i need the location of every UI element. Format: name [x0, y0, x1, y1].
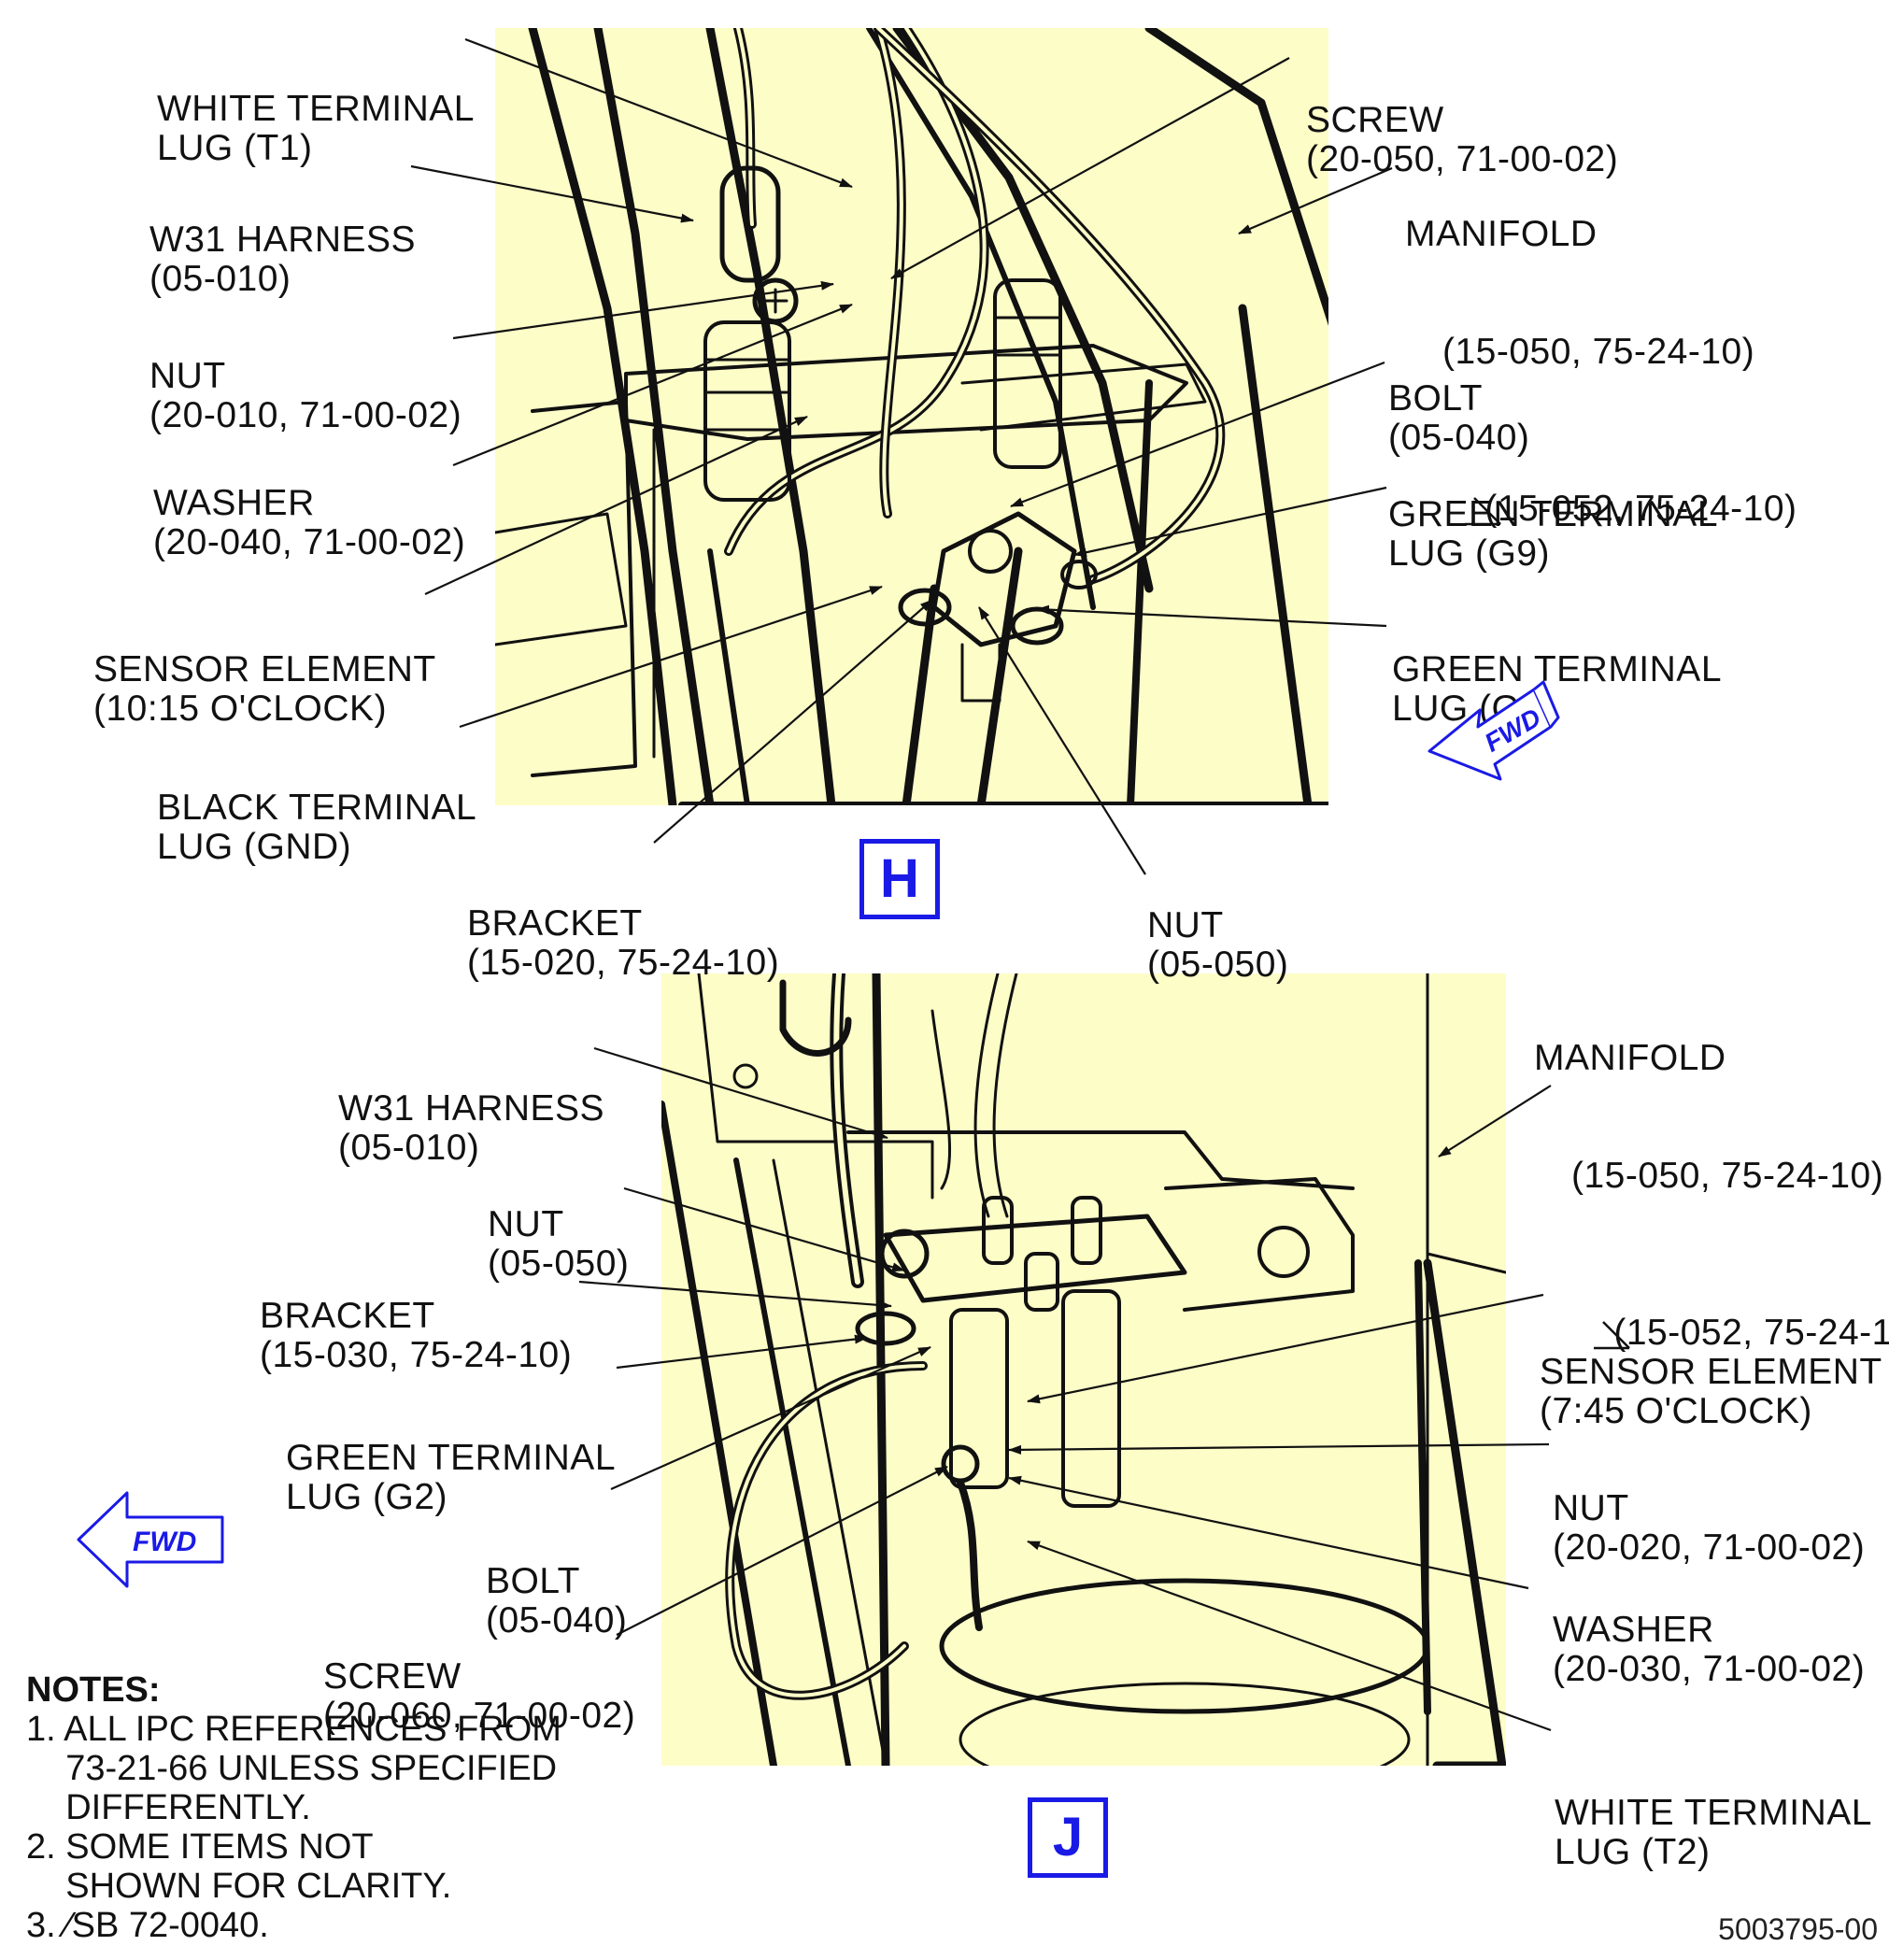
label-bracket: BRACKET(15-020, 75-24-10) — [467, 903, 780, 983]
label-j-sensor-element: SENSOR ELEMENT(7:45 O'CLOCK) — [1540, 1352, 1882, 1431]
label-j-screw: SCREW(20-060, 71-00-02) — [323, 1656, 636, 1736]
label-sensor-element: SENSOR ELEMENT(10:15 O'CLOCK) — [93, 649, 436, 729]
note-2: 2. SOME ITEMS NOT SHOWN FOR CLARITY. — [26, 1827, 452, 1906]
label-manifold: MANIFOLD (15-050, 75-24-10) (15-052, 75-… — [1405, 136, 1797, 607]
label-screw: SCREW(20-050, 71-00-02) — [1306, 100, 1619, 179]
label-nut-bottom: NUT(05-050) — [1147, 905, 1289, 985]
manifold-revision-flag-icon — [1399, 456, 1502, 574]
label-nut-top: NUT(20-010, 71-00-02) — [149, 356, 462, 435]
fwd-label-j: FWD — [133, 1527, 196, 1557]
notes-heading: NOTES: — [26, 1670, 161, 1710]
label-j-manifold: MANIFOLD (15-050, 75-24-10) (15-052, 75-… — [1534, 960, 1889, 1431]
view-h-drawing — [495, 28, 1328, 805]
label-j-nut-top: NUT(05-050) — [488, 1204, 630, 1284]
view-j-drawing — [661, 973, 1506, 1766]
label-j-w31-harness: W31 HARNESS(05-010) — [338, 1088, 605, 1168]
view-j-illustration — [661, 973, 1506, 1766]
fwd-arrow-view-j: FWD — [75, 1489, 230, 1595]
j-manifold-revision-flag-icon — [1528, 1280, 1631, 1398]
note-1: 1. ALL IPC REFERENCES FROM 73-21-66 UNLE… — [26, 1710, 561, 1827]
label-j-bracket: BRACKET(15-030, 75-24-10) — [260, 1296, 573, 1375]
notes-block: NOTES: 1. ALL IPC REFERENCES FROM 73-21-… — [26, 1670, 561, 1945]
document-number: 5003795-00 — [1718, 1912, 1878, 1946]
label-j-bolt: BOLT(05-040) — [486, 1561, 628, 1640]
label-w31-harness: W31 HARNESS(05-010) — [149, 220, 417, 299]
view-j-letter: J — [1028, 1797, 1108, 1878]
note-3: 3. ∕SB 72-0040. — [26, 1906, 269, 1945]
fwd-arrow-view-h: FWD — [1420, 675, 1560, 810]
view-h-illustration — [495, 28, 1328, 805]
label-j-washer: WASHER(20-030, 71-00-02) — [1553, 1610, 1866, 1689]
view-h-letter: H — [859, 839, 940, 919]
label-washer: WASHER(20-040, 71-00-02) — [153, 483, 466, 562]
label-bolt: BOLT(05-040) — [1388, 378, 1530, 458]
label-j-nut-right: NUT(20-020, 71-00-02) — [1553, 1488, 1866, 1568]
